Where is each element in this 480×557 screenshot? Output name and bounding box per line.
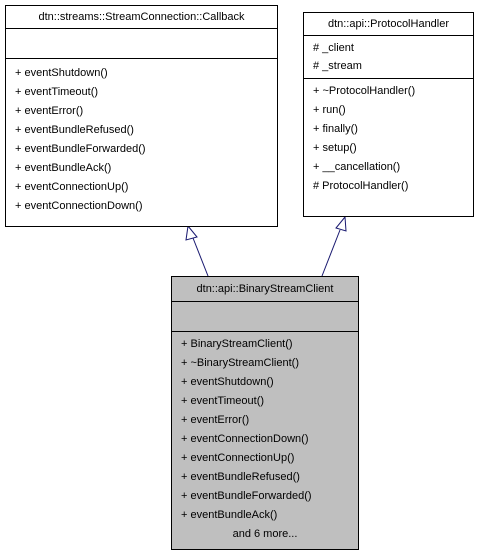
class-binary-stream-client-name: dtn::api::BinaryStreamClient: [196, 283, 334, 295]
edge-binarystreamclient-to-callback: [185, 224, 209, 277]
more-methods-note: and 6 more...: [232, 528, 298, 540]
class-protocol-handler: dtn::api::ProtocolHandler # _client # _s…: [303, 12, 474, 217]
generalization-arrowhead: [335, 215, 347, 232]
method-row: + eventConnectionDown(): [181, 433, 309, 445]
method-row: + eventTimeout(): [181, 395, 265, 407]
method-row: + eventBundleAck(): [181, 509, 278, 521]
class-callback-methods: + eventShutdown() + eventTimeout() + eve…: [6, 58, 277, 216]
class-binary-stream-client-attributes: [172, 301, 358, 331]
method-row: + eventBundleAck(): [15, 162, 112, 174]
method-row: + eventConnectionUp(): [181, 452, 295, 464]
method-row: + __cancellation(): [313, 161, 401, 173]
method-row: + eventConnectionUp(): [15, 181, 129, 193]
method-row: + ~ProtocolHandler(): [313, 85, 416, 97]
method-row: + eventShutdown(): [181, 376, 274, 388]
class-protocol-handler-methods: + ~ProtocolHandler() + run() + finally()…: [304, 78, 473, 196]
method-row: # ProtocolHandler(): [313, 180, 409, 192]
edge-binarystreamclient-to-protocolhandler: [321, 215, 347, 277]
class-protocol-handler-attributes: # _client # _stream: [304, 35, 473, 75]
method-row: + eventError(): [15, 105, 84, 117]
method-row: + setup(): [313, 142, 357, 154]
method-row: + BinaryStreamClient(): [181, 338, 293, 350]
method-row: + eventConnectionDown(): [15, 200, 143, 212]
class-protocol-handler-name: dtn::api::ProtocolHandler: [327, 18, 450, 30]
method-row: + eventBundleRefused(): [15, 124, 134, 136]
method-row: + ~BinaryStreamClient(): [181, 357, 299, 369]
class-callback: dtn::streams::StreamConnection::Callback…: [5, 5, 278, 227]
method-row: + eventBundleForwarded(): [15, 143, 146, 155]
attribute-row: # _client: [313, 42, 354, 54]
class-binary-stream-client-methods: + BinaryStreamClient() + ~BinaryStreamCl…: [172, 331, 358, 544]
generalization-arrowhead: [185, 224, 198, 241]
method-row: + eventTimeout(): [15, 86, 99, 98]
method-row: + eventShutdown(): [15, 67, 108, 79]
method-row: + eventError(): [181, 414, 250, 426]
method-row: + run(): [313, 104, 346, 116]
attribute-row: # _stream: [313, 60, 362, 72]
method-row: + eventBundleForwarded(): [181, 490, 312, 502]
method-row: + finally(): [313, 123, 358, 135]
method-row: + eventBundleRefused(): [181, 471, 300, 483]
class-callback-name: dtn::streams::StreamConnection::Callback: [38, 11, 245, 23]
class-binary-stream-client: dtn::api::BinaryStreamClient + BinaryStr…: [171, 276, 359, 550]
class-callback-attributes: [6, 28, 277, 58]
